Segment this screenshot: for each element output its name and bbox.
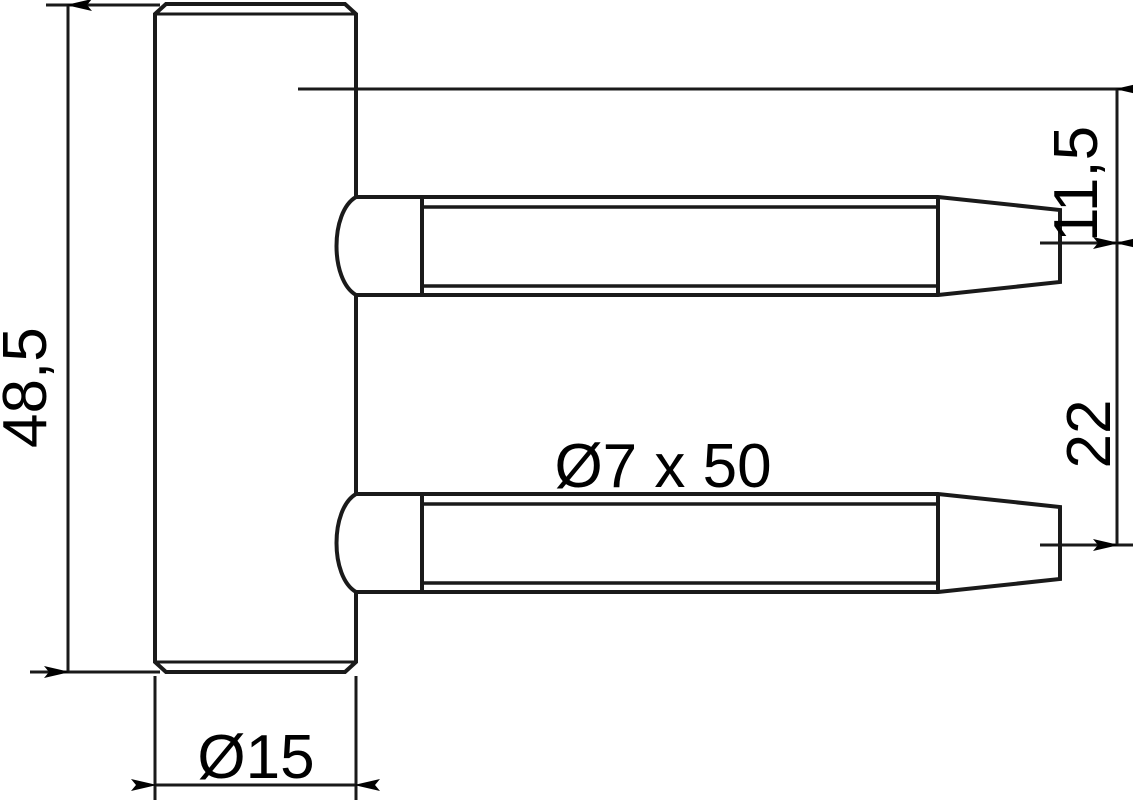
width-dimension-label: Ø15: [197, 723, 314, 792]
top-offset-dimension-label: 11,5: [1042, 126, 1111, 242]
height-dimension-label: 48,5: [0, 327, 60, 448]
dimension-labels: 48,5 Ø15 11,5 22 Ø7 x 50: [0, 126, 1124, 792]
lower-pin-shank: [420, 492, 1062, 594]
upper-pin-collar: [334, 195, 424, 297]
pin-specification-note: Ø7 x 50: [554, 432, 771, 501]
lower-pin-collar: [334, 492, 424, 594]
center-offset-dimension-label: 22: [1055, 400, 1124, 469]
upper-pin-shank: [420, 195, 1062, 297]
dimension-lines: [30, 0, 1133, 800]
body-outline: [153, 1, 358, 674]
part-geometry: [153, 1, 1062, 674]
